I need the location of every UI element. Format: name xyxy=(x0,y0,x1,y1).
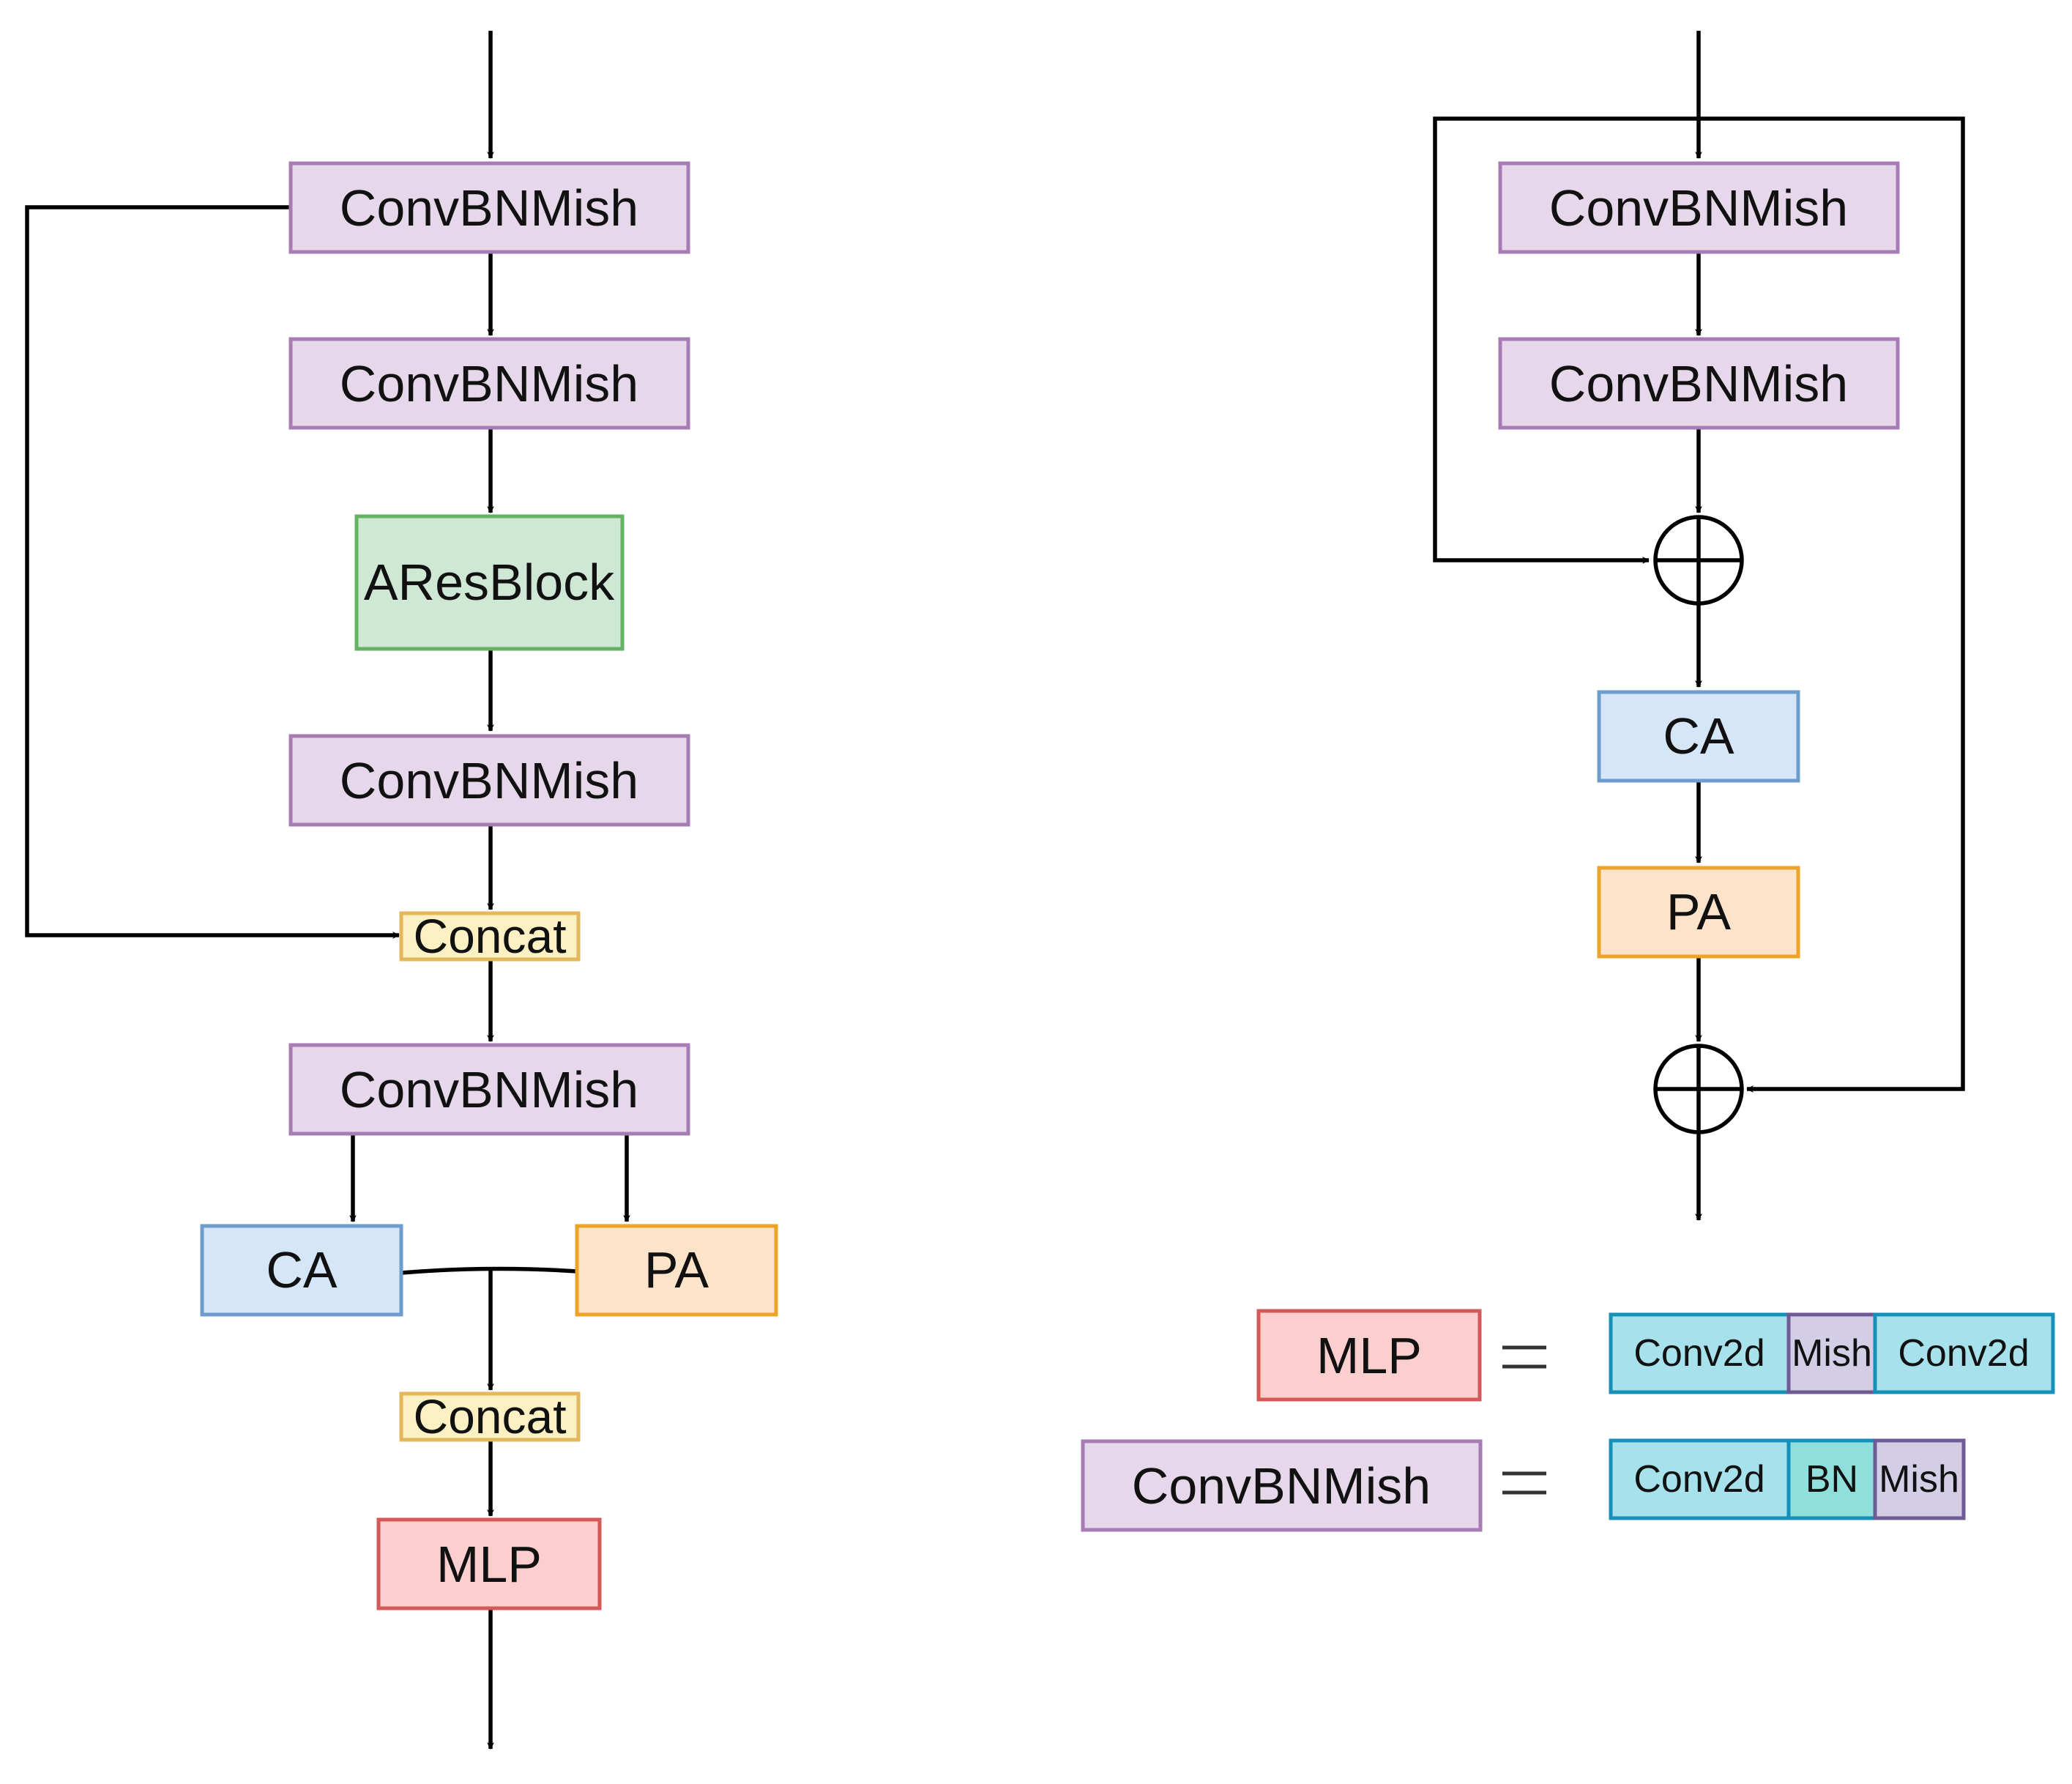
legend-mlp-part-conv2d: Conv2d xyxy=(1609,1312,1791,1394)
legend-convbnmish: ConvBNMish Conv2d BN Mish xyxy=(1081,1438,1966,1532)
part-label: Mish xyxy=(1879,1458,1959,1501)
left-convbnmish-3: ConvBNMish xyxy=(288,734,690,827)
pa-box xyxy=(575,1224,778,1317)
right-pa: PA xyxy=(1597,866,1800,959)
part-label: BN xyxy=(1805,1458,1858,1501)
part-label: Conv2d xyxy=(1898,1332,2029,1375)
convbnmish-box xyxy=(1498,161,1900,254)
legend-convbnmish-part-conv2d: Conv2d xyxy=(1609,1438,1791,1520)
legend-convbnmish-box: ConvBNMish xyxy=(1081,1439,1483,1532)
left-convbnmish-1: ConvBNMish xyxy=(288,161,690,254)
right-module-edges xyxy=(1433,31,1965,1221)
legend-mlp-box: MLP xyxy=(1256,1309,1482,1402)
mlp-box xyxy=(376,1517,602,1610)
skip-connection-outer xyxy=(1699,116,1965,1093)
ca-label: CA xyxy=(1663,707,1734,765)
left-concat-1: Concat xyxy=(399,909,581,963)
equals-sign xyxy=(1502,1471,1546,1495)
skip-connection-inner xyxy=(1433,116,1699,564)
merge-ca-pa xyxy=(400,1266,578,1275)
convbnmish-box xyxy=(288,337,690,430)
convbnmish-label: ConvBNMish xyxy=(340,752,638,809)
part-label: Conv2d xyxy=(1633,1458,1764,1501)
left-aresblock: AResBlock xyxy=(354,514,625,651)
concat-label: Concat xyxy=(413,1389,566,1443)
convbnmish-label: ConvBNMish xyxy=(1549,355,1848,412)
convbnmish-label: ConvBNMish xyxy=(340,1061,638,1118)
circled-plus-icon xyxy=(1653,1044,1744,1134)
convbnmish-box xyxy=(1498,337,1900,430)
left-pa: PA xyxy=(575,1224,778,1317)
equals-sign xyxy=(1502,1345,1546,1369)
ca-label: CA xyxy=(266,1241,338,1298)
skip-connection-left xyxy=(25,205,400,939)
convbnmish-label: ConvBNMish xyxy=(1549,179,1848,237)
convbnmish-box xyxy=(288,1043,690,1136)
legend-mlp: MLP Conv2d Mish Conv2d xyxy=(1256,1309,2055,1402)
aresblock-box xyxy=(354,514,625,651)
convbnmish-box xyxy=(288,161,690,254)
mlp-label: MLP xyxy=(436,1536,542,1593)
legend-convbnmish-equals-text: = xyxy=(1510,1454,1540,1512)
pa-box xyxy=(1597,866,1800,959)
legend-convbnmish-part-bn: BN xyxy=(1786,1438,1877,1520)
convbnmish-label: ConvBNMish xyxy=(340,355,638,412)
legend-convbnmish-label: ConvBNMish xyxy=(1132,1457,1431,1514)
legend-mlp-label: MLP xyxy=(1316,1327,1422,1384)
convbnmish-box xyxy=(288,734,690,827)
left-module-edges xyxy=(25,31,630,1750)
concat-box xyxy=(399,911,581,962)
legend-mlp-part-conv2d-2: Conv2d xyxy=(1873,1312,2055,1394)
part-label: Conv2d xyxy=(1633,1332,1764,1375)
left-ca: CA xyxy=(200,1224,403,1317)
part-label: Mish xyxy=(1792,1332,1872,1375)
concat-box xyxy=(399,1391,581,1442)
concat-label: Concat xyxy=(413,909,566,963)
pa-label: PA xyxy=(1666,883,1731,940)
pa-label: PA xyxy=(644,1241,709,1298)
aresblock-label: AResBlock xyxy=(364,554,615,611)
circled-plus-icon xyxy=(1653,515,1744,606)
ca-box xyxy=(1597,690,1800,783)
right-ca: CA xyxy=(1597,690,1800,783)
left-convbnmish-2: ConvBNMish xyxy=(288,337,690,430)
left-mlp: MLP xyxy=(376,1517,602,1610)
legend-mlp-equals-text: = xyxy=(1510,1328,1540,1386)
right-convbnmish-2: ConvBNMish xyxy=(1498,337,1900,430)
right-convbnmish-1: ConvBNMish xyxy=(1498,161,1900,254)
left-concat-2: Concat xyxy=(399,1389,581,1443)
legend-mlp-part-mish: Mish xyxy=(1786,1312,1877,1394)
left-convbnmish-4: ConvBNMish xyxy=(288,1043,690,1136)
ca-box xyxy=(200,1224,403,1317)
legend-convbnmish-part-mish: Mish xyxy=(1873,1438,1966,1520)
convbnmish-label: ConvBNMish xyxy=(340,179,638,237)
